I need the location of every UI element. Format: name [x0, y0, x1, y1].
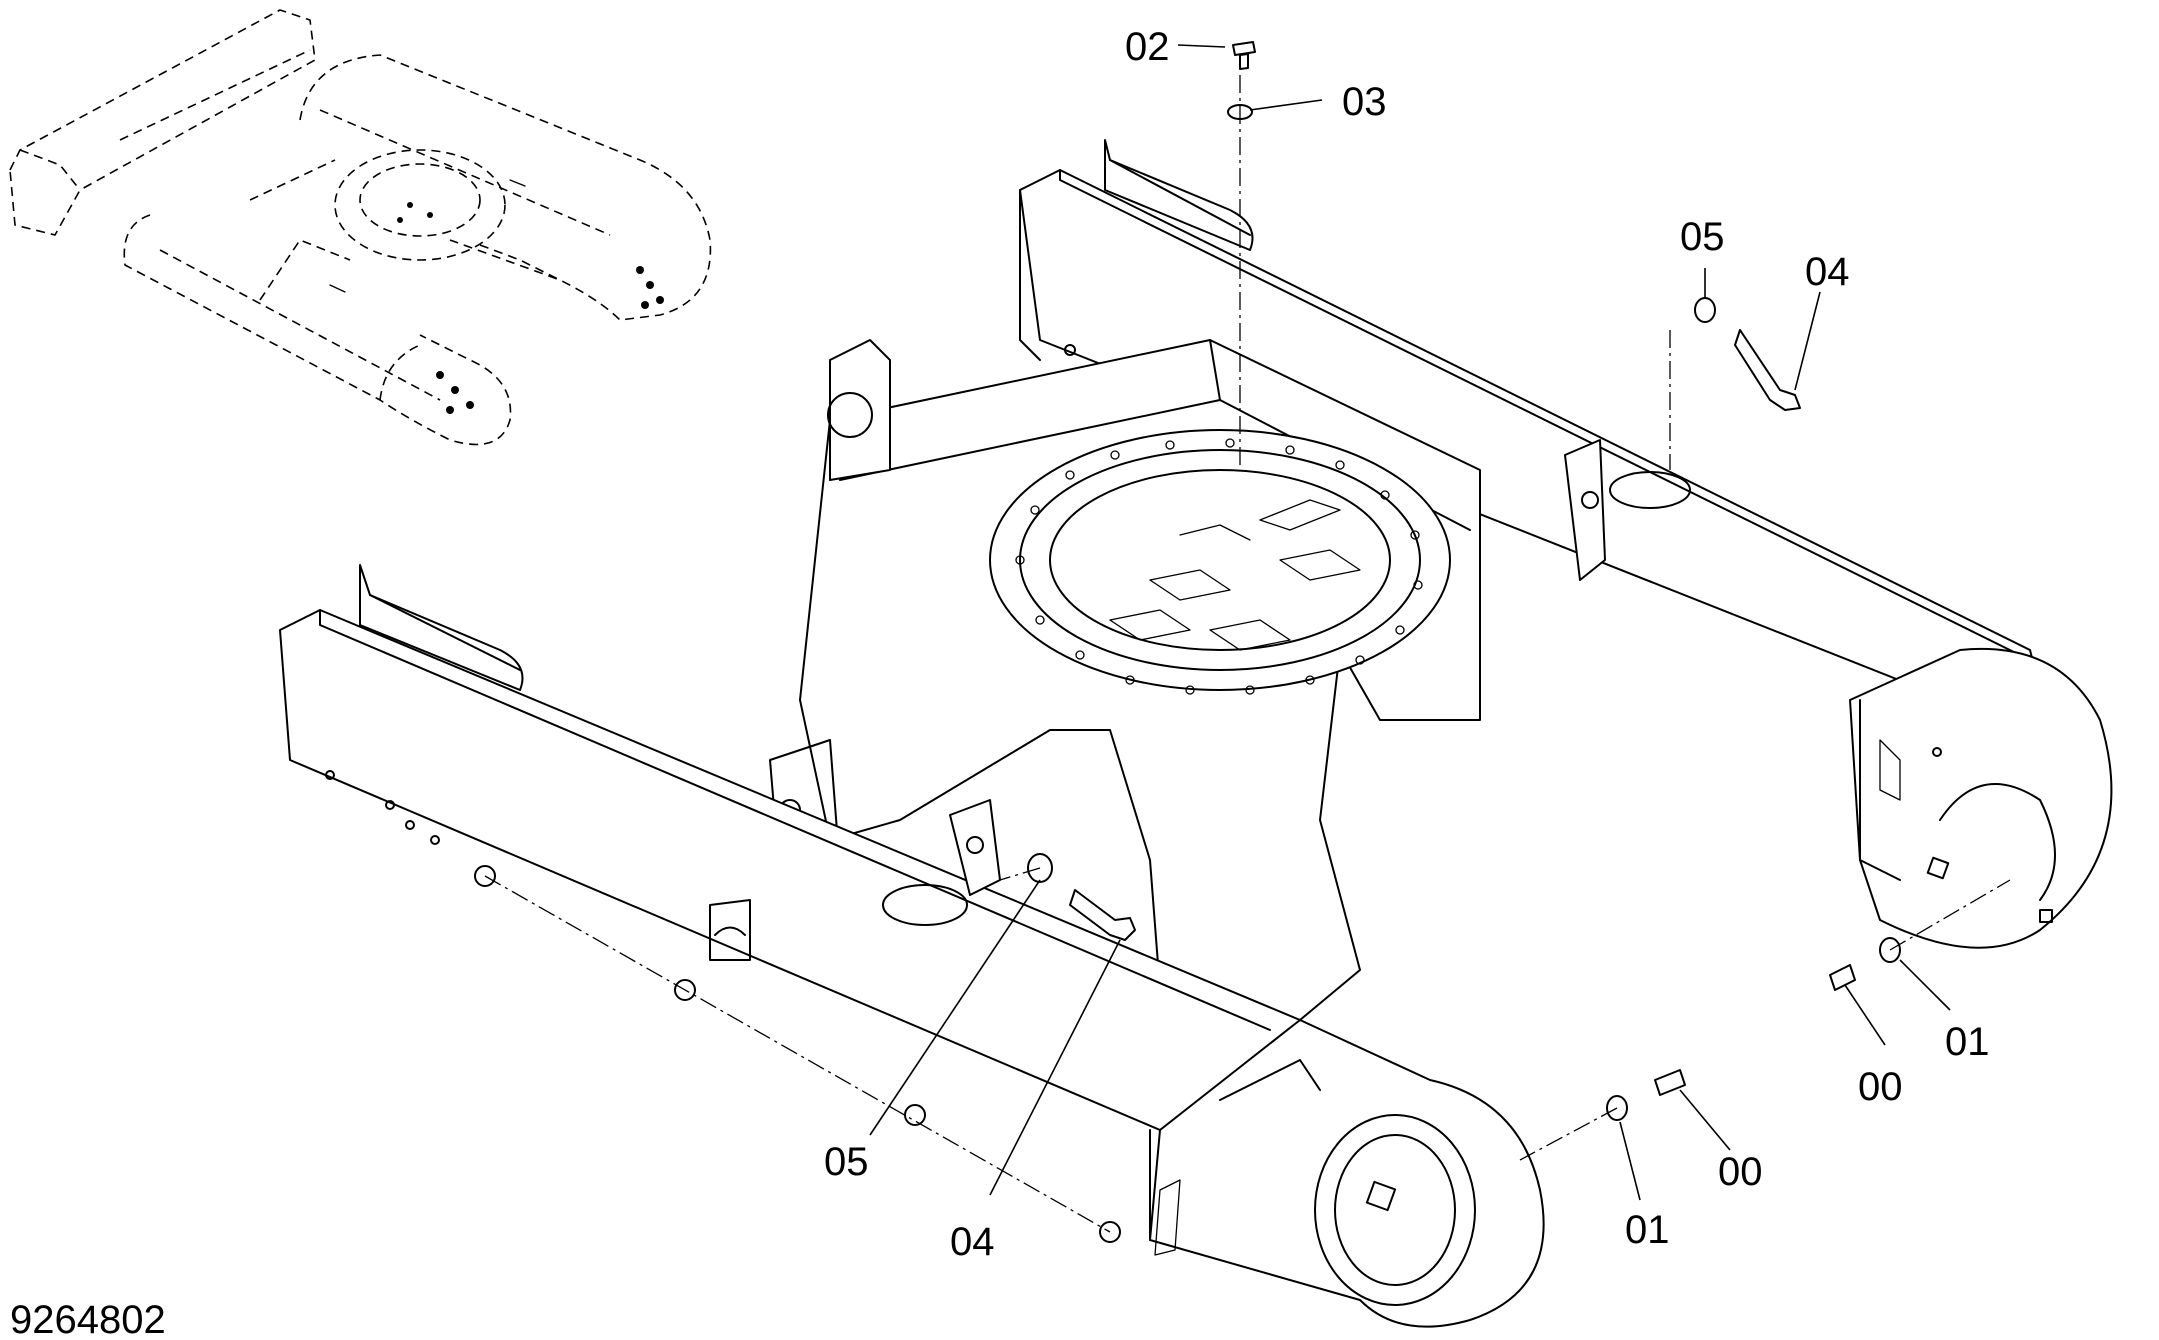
callout-01-mid: 01 — [1625, 1208, 1670, 1252]
track-frame — [279, 139, 2113, 1328]
leader-lines — [869, 44, 1951, 1201]
callout-05-left: 05 — [824, 1140, 869, 1184]
callout-01-right: 01 — [1945, 1020, 1990, 1064]
callout-05-right: 05 — [1680, 215, 1725, 259]
callout-04-right: 04 — [1805, 250, 1850, 294]
bolt-00-right — [1829, 964, 1856, 991]
callout-00-mid: 00 — [1718, 1150, 1763, 1194]
callout-labels: 02 03 05 04 05 04 01 00 00 01 — [824, 25, 1990, 1264]
callout-04-left: 04 — [950, 1220, 995, 1264]
overview-thumbnail — [9, 9, 712, 446]
bolt-02 — [1232, 41, 1256, 70]
ring-bolt-holes — [1015, 438, 1423, 695]
callout-03-top: 03 — [1342, 80, 1387, 124]
assembly-axes — [484, 75, 2011, 1233]
drawing-number: 9264802 — [10, 1298, 166, 1340]
callout-00-right: 00 — [1858, 1065, 1903, 1109]
washer-05-right — [1694, 297, 1716, 323]
bolt-00-mid — [1654, 1069, 1686, 1096]
parts — [1027, 41, 1901, 1121]
bolt-04-right — [1734, 329, 1801, 411]
bolt-04-left — [1069, 889, 1136, 941]
callout-02-top: 02 — [1125, 25, 1170, 69]
